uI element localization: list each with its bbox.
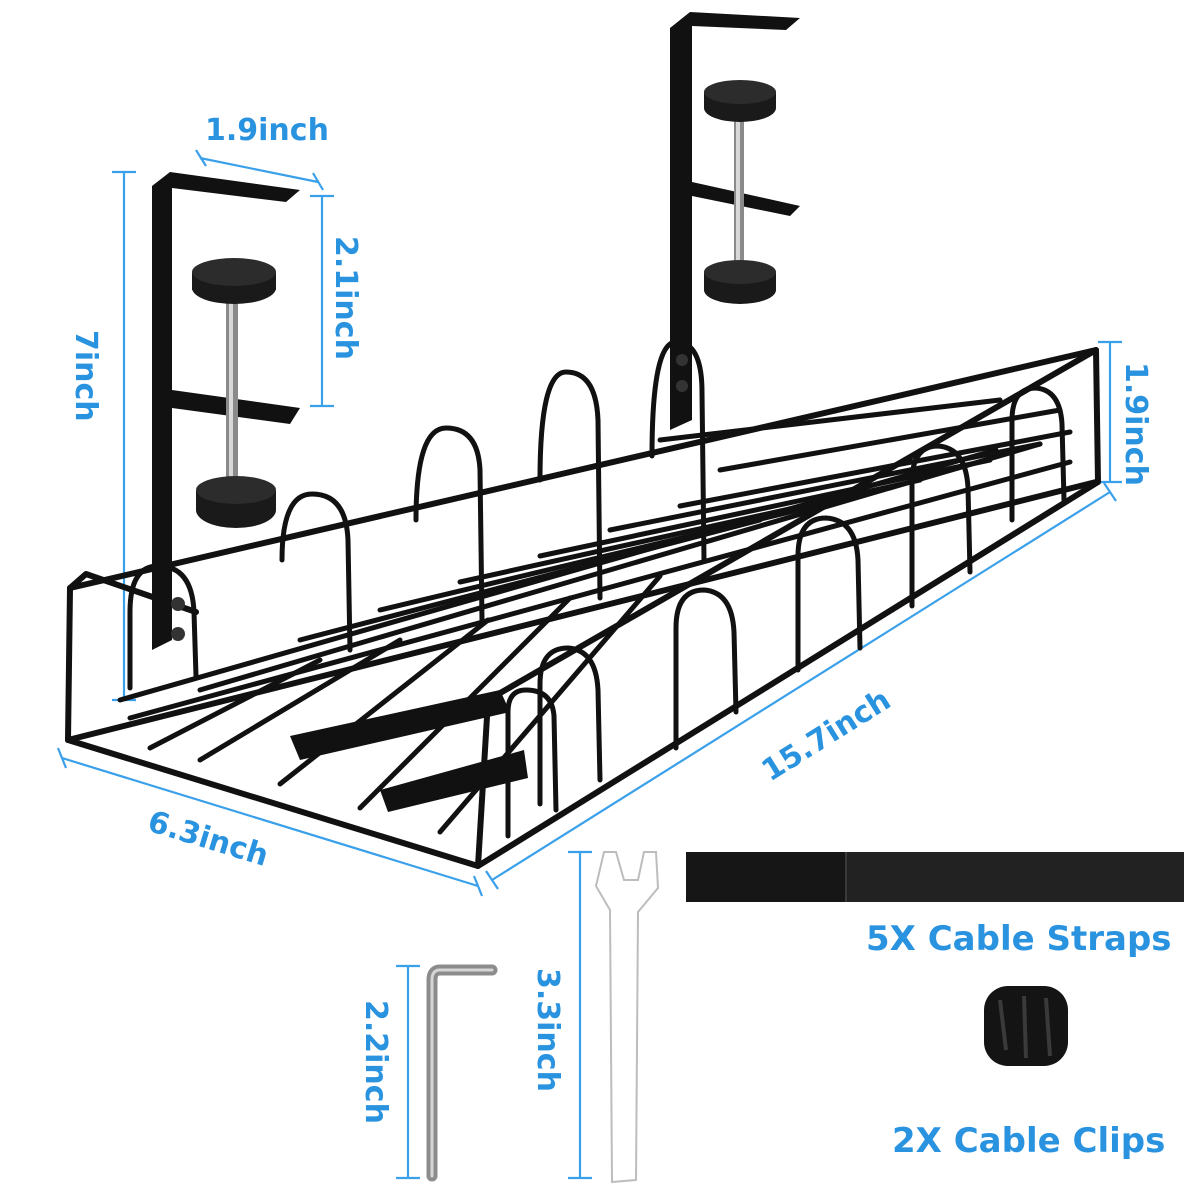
cable-clip-icon xyxy=(984,986,1068,1066)
right-clamp-bracket xyxy=(670,12,800,430)
label-depth: 6.3inch xyxy=(144,804,273,874)
hex-key-icon xyxy=(426,964,498,1182)
cable-clips-label: 2X Cable Clips xyxy=(892,1121,1165,1161)
label-wrench-length: 3.3inch xyxy=(530,968,565,1092)
cable-tray xyxy=(65,339,1101,869)
dimension-lines xyxy=(56,149,1122,1180)
label-side-height: 1.9inch xyxy=(1118,362,1153,486)
label-length: 15.7inch xyxy=(756,682,897,788)
wrench-icon xyxy=(594,851,660,1184)
label-bracket-width: 1.9inch xyxy=(205,113,329,148)
cable-straps-label: 5X Cable Straps xyxy=(866,919,1172,959)
cable-strap-icon xyxy=(686,852,1184,902)
label-hex-key-length: 2.2inch xyxy=(358,1000,393,1124)
left-clamp-bracket xyxy=(152,172,300,650)
label-bracket-gap: 2.1inch xyxy=(328,236,363,360)
label-total-height: 7inch xyxy=(68,330,103,422)
